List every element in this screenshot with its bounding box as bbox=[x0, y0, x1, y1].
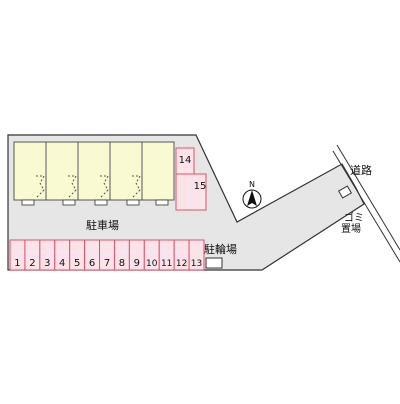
stair-mark bbox=[68, 175, 77, 198]
stair-mark bbox=[36, 175, 45, 198]
parking-space-label: 10 bbox=[146, 259, 158, 269]
parking-space-label: 1 bbox=[14, 258, 20, 269]
parking-space-label: 9 bbox=[134, 258, 140, 269]
parking-space-label: 12 bbox=[176, 259, 187, 269]
stair-mark bbox=[100, 175, 109, 198]
parking-space-label: 14 bbox=[179, 155, 192, 166]
garbage-label-line1: ゴミ bbox=[344, 211, 364, 224]
road-label: 道路 bbox=[350, 163, 372, 177]
entrance-step bbox=[126, 199, 140, 206]
parking-space-label: 7 bbox=[104, 258, 110, 269]
garbage-box bbox=[337, 185, 353, 199]
bicycle-parking-label: 駐輪場 bbox=[204, 242, 237, 256]
garbage-label-line2: 置場 bbox=[341, 222, 361, 235]
parking-space-label: 5 bbox=[74, 258, 80, 269]
parking-space-label: 11 bbox=[161, 259, 172, 269]
building bbox=[13, 141, 175, 206]
north-label: N bbox=[249, 180, 255, 189]
north-compass: N bbox=[242, 180, 262, 209]
parking-label: 駐車場 bbox=[86, 218, 119, 232]
road-edge-line bbox=[332, 150, 400, 263]
parking-space-label: 15 bbox=[194, 181, 207, 192]
parking-space-13 bbox=[188, 239, 205, 271]
parking-space-label: 4 bbox=[59, 258, 65, 269]
north-arrow-icon bbox=[247, 190, 257, 206]
parking-space-label: 2 bbox=[29, 258, 35, 269]
road-edge-line bbox=[336, 144, 400, 251]
stair-mark bbox=[132, 175, 141, 198]
bicycle-rack bbox=[205, 257, 223, 269]
entrance-step bbox=[21, 199, 35, 206]
side-parking: 14 15 bbox=[175, 147, 207, 211]
parking-space-label: 8 bbox=[119, 258, 125, 269]
entrance-step bbox=[62, 199, 76, 206]
parking-space-15 bbox=[175, 173, 207, 211]
parking-space-label: 3 bbox=[44, 258, 50, 269]
entrance-step bbox=[155, 199, 169, 206]
entrance-step bbox=[94, 199, 108, 206]
building-outline bbox=[13, 141, 175, 201]
parking-space-label: 6 bbox=[89, 258, 95, 269]
parking-space-label: 13 bbox=[191, 259, 202, 269]
